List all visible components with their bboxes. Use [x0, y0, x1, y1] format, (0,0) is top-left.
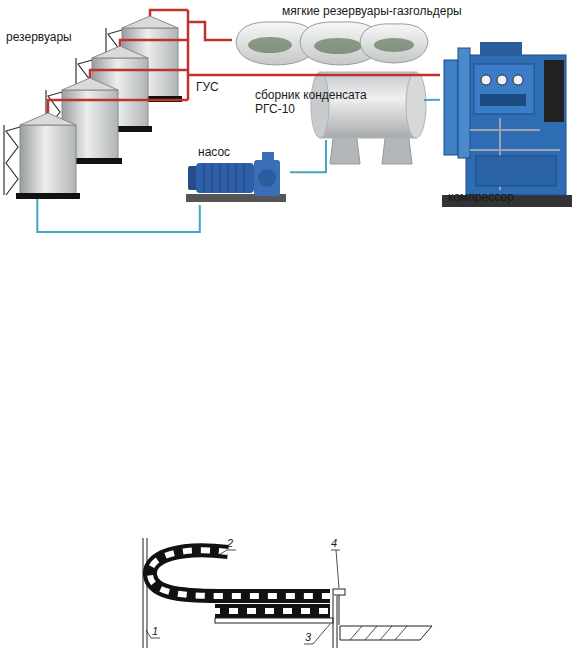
compressor-unit: [480, 94, 526, 106]
compressor-unit: [476, 156, 556, 186]
callout-number: 1: [152, 624, 158, 638]
staircase: [4, 125, 20, 195]
compressor-unit: [470, 118, 560, 190]
bolt: [339, 595, 340, 625]
tank: [122, 16, 178, 28]
pump-unit: [204, 164, 244, 192]
pump-unit: [186, 152, 286, 202]
collector-cylinder: [406, 72, 426, 138]
pump-box: насос: [180, 143, 290, 205]
staircase: [6, 127, 20, 195]
leader-line: [215, 550, 236, 557]
wall-part: [143, 538, 147, 648]
wall-part: [143, 538, 144, 648]
gasholder-bag: [236, 22, 428, 65]
gasholder-group: мягкие резервуары-газгольдеры: [232, 3, 470, 68]
node-label: мягкие резервуары-газгольдеры: [282, 4, 462, 18]
gasholder-bag: [248, 37, 292, 53]
node-label: резервуары: [6, 30, 72, 44]
condensate-pipe: [37, 199, 199, 232]
compressor-unit: [458, 48, 470, 158]
leader-line: [331, 550, 340, 588]
compressor-box: компрессор: [440, 70, 574, 212]
leader-line: [146, 550, 340, 644]
callout-number: 4: [331, 536, 337, 550]
gasholder-bag: [374, 38, 414, 52]
storage-tanks: резервуары: [2, 14, 188, 199]
clamp-plate: [337, 596, 338, 648]
seal-band: [150, 550, 330, 596]
seal-band: [150, 550, 330, 596]
pump-unit: [258, 169, 276, 187]
tank: [62, 78, 118, 90]
node-label: компрессор: [448, 190, 514, 204]
collector-cylinder: [311, 72, 329, 138]
node-label: насос: [198, 145, 230, 159]
staircase: [3, 125, 4, 195]
vapour-pipe: [188, 74, 440, 77]
gasholder-bag: [360, 24, 428, 63]
seal-band: [215, 604, 330, 618]
compressor-unit: [474, 64, 534, 114]
clamp-plate: [215, 596, 432, 648]
clamp-plate: [333, 596, 334, 648]
clamp-plate: [340, 626, 432, 640]
compressor-unit: [513, 75, 523, 85]
condensate-pipe: [290, 140, 326, 172]
tank: [20, 125, 76, 195]
clamp-plate: [215, 618, 333, 623]
condensate-pipe: [424, 99, 440, 101]
condensate-collector: сборник конденсата РГС-10: [252, 82, 424, 140]
seal-band: [215, 608, 330, 614]
tank: [16, 113, 80, 199]
compressor-unit: [497, 75, 507, 85]
compressor-unit: [466, 55, 566, 195]
pipe-label: ГУС: [196, 80, 219, 94]
gasholder-bag: [314, 38, 362, 54]
pump-unit: [196, 163, 254, 193]
compressor-unit: [481, 75, 491, 85]
seal-band: [150, 550, 330, 611]
compressor-unit: [480, 42, 522, 56]
compressor-unit: [442, 42, 572, 207]
collector-cylinder: [311, 72, 426, 164]
callout-number: 3: [305, 630, 311, 644]
bolt: [333, 589, 345, 595]
compressor-unit: [544, 60, 564, 122]
tank: [92, 46, 148, 58]
compressor-unit: [444, 60, 458, 155]
vapour-pipe: [48, 10, 188, 113]
collector-cylinder: [320, 72, 416, 138]
leader-line: [304, 624, 330, 644]
pump-unit: [254, 160, 280, 196]
tank: [16, 193, 80, 199]
callout-number: 2: [227, 536, 233, 550]
vapour-pipe: [188, 22, 232, 40]
node-label: сборник конденсата РГС-10: [255, 88, 380, 116]
tank: [20, 113, 76, 125]
clamp-plate: [350, 626, 407, 640]
pump-unit: [262, 152, 274, 162]
bolt: [333, 589, 345, 625]
